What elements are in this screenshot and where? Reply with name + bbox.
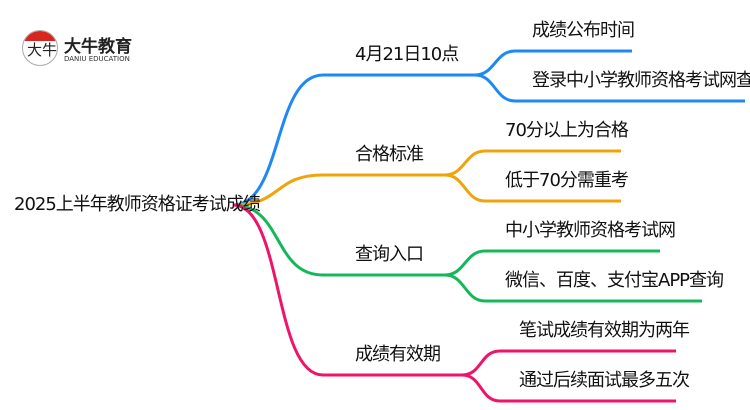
branch-label[interactable]: 4月21日10点 — [355, 44, 459, 65]
leaf-connector — [461, 373, 676, 403]
branch-connector — [232, 203, 445, 277]
leaf-connector — [474, 49, 632, 77]
logo-badge-icon: 大牛 — [22, 30, 58, 66]
leaf-label[interactable]: 70分以上为合格 — [505, 120, 629, 141]
leaf-label[interactable]: 成绩公布时间 — [532, 20, 635, 41]
branch-connector — [232, 73, 475, 207]
logo: 大牛 大牛教育 DANIU EDUCATION — [22, 28, 142, 72]
leaf-label[interactable]: 中小学教师资格考试网 — [505, 220, 676, 241]
branch-connector — [232, 173, 445, 207]
leaf-label[interactable]: 通过后续面试最多五次 — [519, 370, 690, 391]
root-node[interactable]: 2025上半年教师资格证考试成绩 — [14, 194, 261, 215]
logo-subtitle: DANIU EDUCATION — [64, 55, 130, 63]
branch-label[interactable]: 合格标准 — [355, 144, 424, 165]
leaf-label[interactable]: 笔试成绩有效期为两年 — [519, 320, 690, 341]
branch-label[interactable]: 查询入口 — [355, 244, 424, 265]
leaf-label[interactable]: 登录中小学教师资格考试网查询 — [532, 70, 750, 91]
leaf-connector — [444, 149, 621, 177]
branch-connector — [232, 203, 462, 377]
leaf-connector — [461, 349, 676, 377]
leaf-connector — [444, 273, 702, 303]
leaf-connector — [474, 73, 745, 103]
logo-name: 大牛教育 — [64, 37, 132, 57]
leaf-label[interactable]: 微信、百度、支付宝APP查询 — [505, 270, 724, 291]
leaf-label[interactable]: 低于70分需重考 — [505, 170, 629, 191]
branch-label[interactable]: 成绩有效期 — [355, 344, 441, 365]
leaf-connector — [444, 249, 660, 277]
leaf-connector — [444, 173, 621, 203]
